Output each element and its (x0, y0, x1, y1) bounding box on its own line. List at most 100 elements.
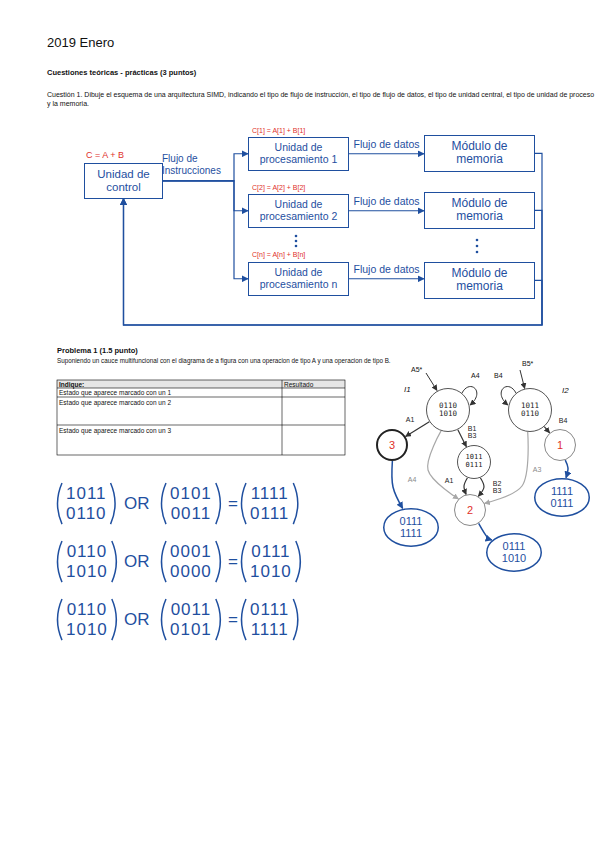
transition-label: A3 (532, 466, 543, 473)
bit-matrix: 0101 0011 (170, 484, 212, 523)
transition-arrow (428, 431, 459, 499)
result-oval (384, 508, 439, 545)
operation-note: C[2] = A[2] + B[2] (252, 184, 305, 192)
ellipsis-dot (295, 235, 298, 238)
transition-arrow (458, 430, 467, 447)
state-circle (545, 430, 576, 461)
table-rule (57, 388, 345, 389)
problem-heading: Problema 1 (1.5 punto) (57, 347, 138, 356)
operator: = (228, 494, 238, 514)
matrix-bracket (216, 483, 221, 524)
transition-label: B2 B3 (492, 480, 503, 495)
box-text: Unidad de procesamiento n (252, 267, 345, 291)
ellipsis-dot (295, 245, 298, 248)
operator: = (228, 610, 238, 630)
bit-matrix: 0001 0000 (170, 542, 212, 581)
state-vector: 1011 0110 (521, 402, 539, 419)
flow-label: Flujo de Instrucciones (162, 153, 230, 176)
state-vector: 0111 1111 (400, 515, 423, 540)
transition-arrow (464, 478, 467, 495)
table-cell: Estado que aparece marcado con un 1 (59, 389, 171, 396)
state-node: 1011 0111 (457, 445, 491, 479)
state-circle (427, 389, 470, 432)
table-rule (57, 397, 345, 398)
marked-state: 3 (376, 429, 408, 461)
instruction-flow-arrow (163, 154, 248, 181)
memory-module-box: Módulo de memoria (424, 262, 535, 299)
processing-unit-box: Unidad de procesamiento 1 (248, 137, 349, 171)
matrix-bracket (58, 483, 63, 524)
bit-matrix: 0111 1111 (250, 600, 289, 639)
bit-matrix: 0110 1010 (66, 542, 108, 581)
matrix-bracket (216, 599, 221, 640)
marked-state: 1 (544, 429, 576, 461)
control-unit-box: Unidad de control (84, 163, 163, 199)
box-text: Módulo de memoria (428, 267, 531, 294)
result-arrow (392, 461, 403, 508)
matrix-bracket (162, 599, 167, 640)
state-number: 2 (467, 504, 473, 516)
state-vector: 0110 1010 (439, 402, 457, 419)
ellipsis-dot (476, 245, 479, 248)
state-vector: 1011 0111 (466, 454, 483, 470)
box-text: Unidad de procesamiento 2 (252, 199, 345, 223)
operator: OR (124, 552, 150, 572)
input-arrow (520, 370, 525, 389)
matrix-bracket (293, 599, 298, 640)
transition-arrow (544, 427, 549, 433)
matrix-bracket (216, 541, 221, 582)
operator: OR (124, 494, 150, 514)
table-cell: Estado que aparece marcado con un 3 (59, 427, 171, 434)
box-text: Módulo de memoria (428, 197, 531, 224)
ellipsis-dot (476, 239, 479, 242)
bit-matrix: 1011 0110 (66, 484, 107, 523)
state-result: 0111 1111 (383, 508, 439, 547)
state-name: I1 (404, 385, 411, 394)
bit-matrix: 0111 1010 (250, 542, 292, 581)
feedback-line (124, 153, 543, 325)
operation-note: C = A + B (86, 150, 124, 160)
flow-label: Flujo de datos (353, 196, 421, 207)
state-name: I2 (562, 386, 569, 395)
table-cell: Estado que aparece marcado con un 2 (59, 399, 171, 406)
processing-unit-box: Unidad de procesamiento 2 (248, 194, 349, 228)
ellipsis-dot (295, 240, 298, 243)
matrix-bracket (112, 541, 117, 582)
memory-module-box: Módulo de memoria (424, 135, 535, 172)
section-heading: Cuestiones teóricas - prácticas (3 punto… (47, 69, 196, 78)
table-border (57, 380, 345, 455)
transition-label: B4 (494, 372, 503, 380)
state-result: 1111 0111 (534, 478, 590, 517)
transition-label: B1 B3 (467, 425, 478, 440)
table-cell: Indique: (59, 381, 84, 388)
state-result: 0111 1010 (486, 533, 542, 572)
state-node: 0110 1010 (426, 388, 470, 432)
matrix-bracket (296, 541, 301, 582)
operator: OR (124, 610, 150, 630)
transition-label: B4 (558, 417, 569, 424)
transition-label: A1 (444, 477, 455, 484)
table-cell: Resultado (284, 381, 313, 388)
matrix-bracket (162, 483, 167, 524)
ellipsis-dot (476, 251, 479, 254)
matrix-bracket (242, 541, 247, 582)
matrix-bracket (242, 483, 247, 524)
matrix-bracket (58, 599, 63, 640)
box-text: Unidad de procesamiento 1 (252, 142, 345, 166)
transition-arrow (406, 422, 430, 437)
input-label: B5* (522, 360, 533, 368)
table-rule (57, 425, 345, 426)
state-circle (377, 430, 407, 460)
data-flow-arrow (349, 278, 424, 279)
matrix-bracket (58, 541, 63, 582)
instruction-flow-arrow (163, 181, 248, 279)
flow-label: Flujo de datos (353, 264, 421, 275)
operation-note: C[1] = A[1] + B[1] (252, 127, 305, 135)
instruction-flow-arrow (163, 181, 248, 211)
result-arrow (479, 523, 492, 540)
matrix-bracket (162, 541, 167, 582)
memory-module-box: Módulo de memoria (424, 192, 535, 229)
matrix-bracket (112, 599, 117, 640)
table-header-fill (57, 380, 345, 388)
